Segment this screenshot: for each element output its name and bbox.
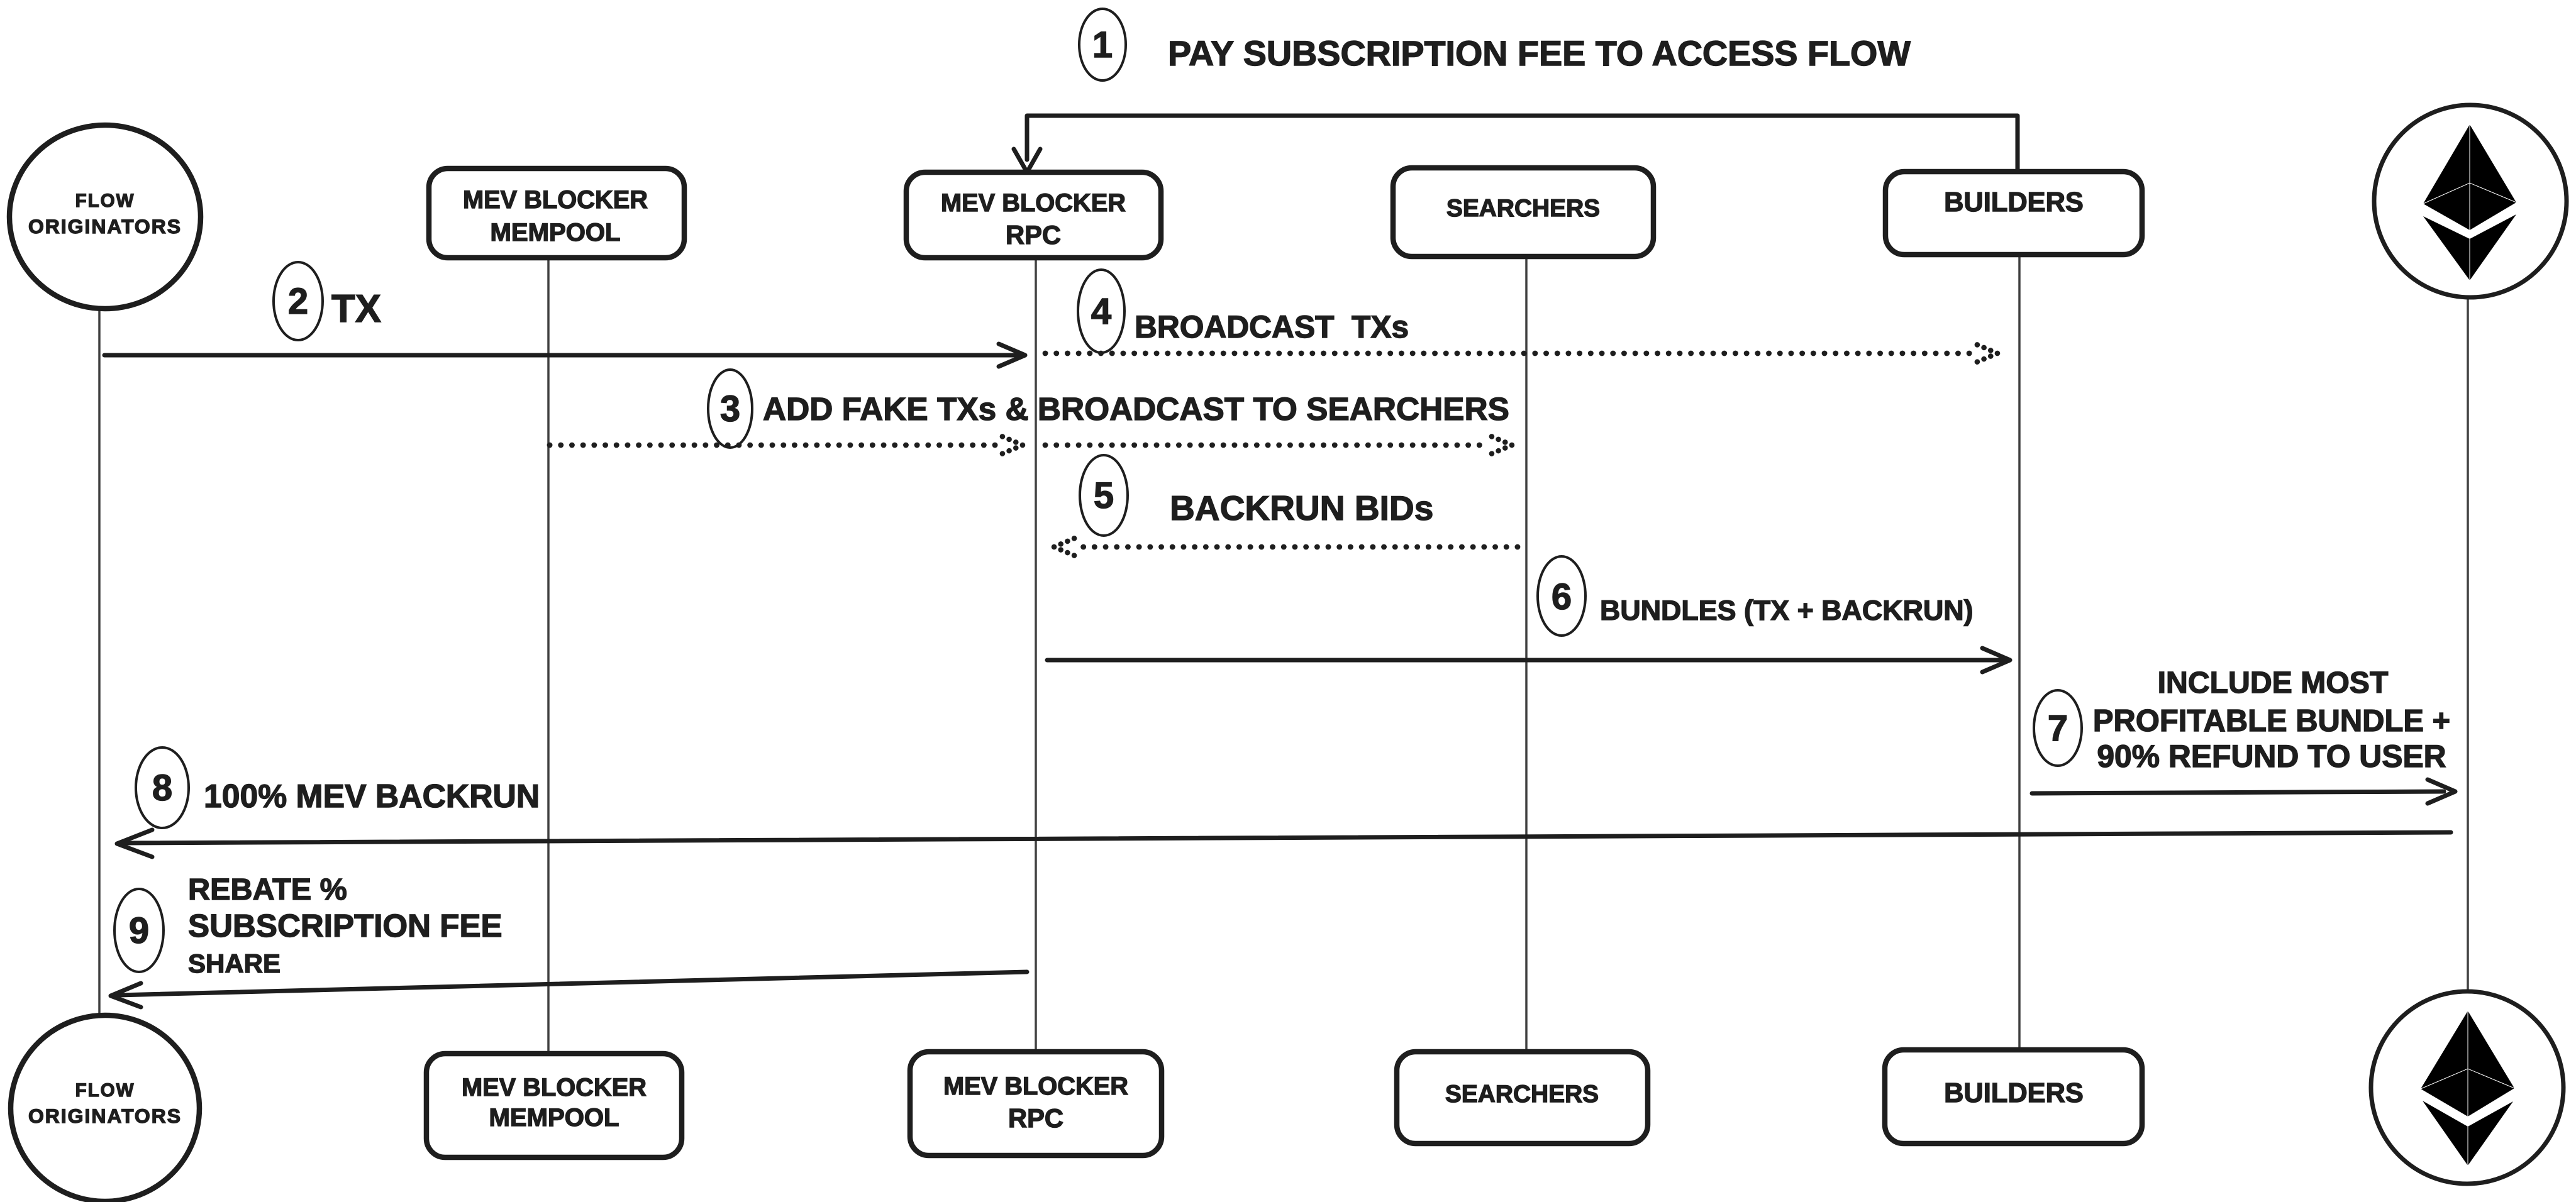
svg-text:3: 3: [720, 389, 740, 429]
svg-text:9: 9: [129, 910, 149, 951]
svg-text:4: 4: [1091, 291, 1111, 332]
svg-text:1: 1: [1092, 25, 1113, 65]
svg-text:INCLUDE MOST: INCLUDE MOST: [2158, 666, 2389, 700]
svg-text:FLOW: FLOW: [75, 1080, 135, 1101]
svg-text:SUBSCRIPTION FEE: SUBSCRIPTION FEE: [188, 908, 502, 944]
svg-text:SEARCHERS: SEARCHERS: [1446, 195, 1600, 222]
svg-text:100% MEV BACKRUN: 100% MEV BACKRUN: [204, 778, 540, 814]
svg-text:REBATE %: REBATE %: [188, 873, 347, 907]
svg-text:TX: TX: [331, 287, 381, 331]
svg-text:RPC: RPC: [1008, 1103, 1063, 1133]
svg-text:ORIGINATORS: ORIGINATORS: [28, 215, 182, 238]
svg-text:SEARCHERS: SEARCHERS: [1445, 1081, 1599, 1108]
svg-text:BROADCAST TXs: BROADCAST TXs: [1135, 309, 1409, 345]
svg-text:MEV BLOCKER: MEV BLOCKER: [462, 1074, 647, 1101]
svg-text:MEV BLOCKER: MEV BLOCKER: [941, 189, 1126, 217]
svg-text:BUILDERS: BUILDERS: [1944, 187, 2084, 218]
svg-text:PAY SUBSCRIPTION FEE TO ACCESS: PAY SUBSCRIPTION FEE TO ACCESS FLOW: [1168, 34, 1911, 73]
svg-text:5: 5: [1094, 475, 1114, 516]
svg-text:RPC: RPC: [1006, 220, 1061, 250]
svg-text:PROFITABLE BUNDLE +: PROFITABLE BUNDLE +: [2093, 704, 2450, 738]
svg-text:BUILDERS: BUILDERS: [1944, 1078, 2084, 1108]
svg-text:SHARE: SHARE: [188, 949, 280, 978]
svg-text:MEMPOOL: MEMPOOL: [489, 1104, 619, 1132]
svg-text:BACKRUN BIDs: BACKRUN BIDs: [1170, 488, 1433, 527]
svg-text:7: 7: [2048, 708, 2068, 749]
svg-text:90% REFUND TO USER: 90% REFUND TO USER: [2097, 739, 2446, 774]
svg-text:8: 8: [152, 768, 172, 808]
svg-text:ADD FAKE TXs & BROADCAST TO SE: ADD FAKE TXs & BROADCAST TO SEARCHERS: [763, 390, 1509, 427]
svg-text:2: 2: [288, 281, 308, 322]
svg-text:MEV BLOCKER: MEV BLOCKER: [943, 1072, 1128, 1100]
svg-text:BUNDLES (TX + BACKRUN): BUNDLES (TX + BACKRUN): [1600, 595, 1974, 626]
svg-text:6: 6: [1552, 576, 1572, 617]
svg-text:MEV BLOCKER: MEV BLOCKER: [463, 186, 648, 214]
svg-text:MEMPOOL: MEMPOOL: [490, 219, 620, 246]
svg-text:ORIGINATORS: ORIGINATORS: [28, 1105, 182, 1127]
svg-text:FLOW: FLOW: [75, 190, 135, 211]
